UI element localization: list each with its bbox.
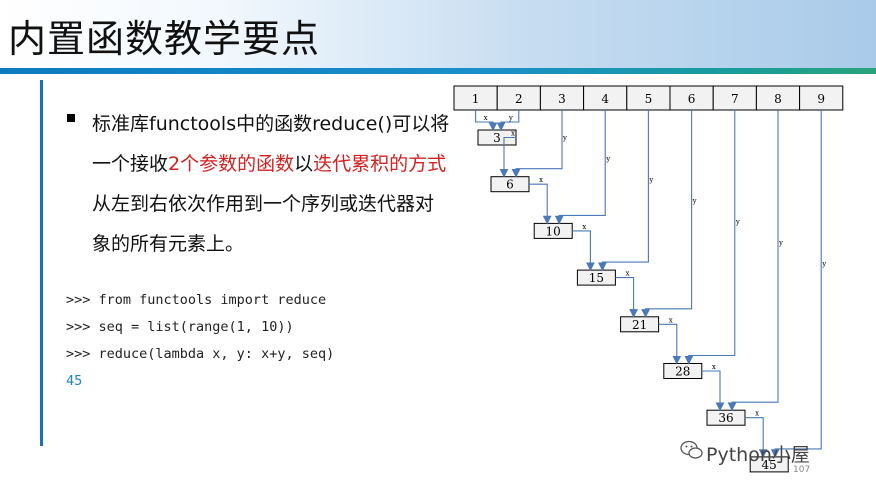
arrow-label-x: x [626,270,630,278]
arrow-label-y: y [692,197,697,205]
arrow-label-y: y [648,176,653,184]
partial-sum-value: 15 [589,271,604,285]
partial-sum-value: 36 [718,411,733,425]
flow-arrow [658,323,682,365]
sequence-value: 4 [601,92,609,106]
sequence-cell [583,85,628,111]
arrow-label-y: y [735,218,740,226]
highlighted-text: 2个参数的函数 [168,153,295,175]
sequence-value: 1 [472,92,480,106]
code-block: >>> from functools import reduce >>> seq… [66,290,334,398]
flow-arrow [727,110,779,412]
flow-arrow [597,110,649,272]
arrow-label-y: y [821,260,826,268]
slide-header: 内置函数教学要点 [0,0,876,68]
slide-title: 内置函数教学要点 [8,17,321,61]
sequence-value: 9 [817,92,825,106]
arrow-label-x: x [712,363,716,371]
arrow-label-x: x [484,114,488,122]
flow-arrow [499,136,516,178]
sequence-value: 8 [774,92,782,106]
sequence-value: 6 [688,92,696,106]
highlighted-text: 迭代累积的方式 [313,153,447,175]
sequence-cell [453,85,498,111]
partial-sum-value: 21 [632,318,647,332]
code-line: >>> seq = list(range(1, 10)) [66,319,294,335]
paragraph-text: 从左到右依次作用到一个序列或迭代器对象的所有元素上。 [92,193,435,255]
arrow-label-x: x [582,223,586,231]
code-result: 45 [66,373,83,389]
page-number: 107 [793,465,811,475]
arrow-label-x: x [755,410,759,418]
arrow-label-x: x [511,130,515,138]
flow-arrow [745,417,768,458]
flow-arrow [684,110,736,365]
code-line: >>> reduce(lambda x, y: x+y, seq) [66,346,335,362]
arrow-label-y: y [562,134,567,142]
partial-sum-box [620,316,660,333]
paragraph-text: 以 [294,153,314,175]
flow-arrow [475,110,498,132]
partial-sum-value: 6 [506,178,514,192]
left-accent-bar [40,80,43,446]
arrow-label-y: y [605,155,610,163]
description-paragraph: 标准库functools中的函数reduce()可以将一个接收2个参数的函数以迭… [92,104,452,264]
arrow-label-x: x [539,176,543,184]
sequence-cell [669,85,714,111]
header-divider [0,68,876,74]
arrow-label-x: x [669,316,673,324]
partial-sum-value: 45 [762,458,777,472]
flow-arrow [554,110,606,225]
flow-arrow [529,183,552,225]
code-line: >>> from functools import reduce [66,292,327,308]
bullet-icon [67,114,75,122]
sequence-value: 3 [558,92,566,106]
wechat-icon [680,440,703,459]
sequence-cell [799,85,844,111]
partial-sum-value: 10 [546,224,561,238]
sequence-value: 2 [515,92,523,106]
flow-arrow [511,110,563,178]
watermark-text: Python小屋 [706,444,810,466]
flow-arrow [770,110,822,458]
sequence-value: 7 [731,92,739,106]
partial-sum-box [749,456,789,473]
sequence-cell [539,85,585,111]
flow-arrow [572,230,595,272]
paragraph-text: 标准库functools中的函数reduce()可以将一个接收 [92,113,450,175]
flow-arrow [615,277,639,318]
arrow-label-y: y [508,114,513,122]
sequence-value: 5 [645,92,653,106]
flow-arrow [701,370,725,412]
partial-sum-value: 3 [493,131,501,145]
flow-arrow [496,110,520,132]
flow-arrow [641,110,693,318]
arrow-label-y: y [778,239,783,247]
partial-sum-value: 28 [675,365,690,379]
